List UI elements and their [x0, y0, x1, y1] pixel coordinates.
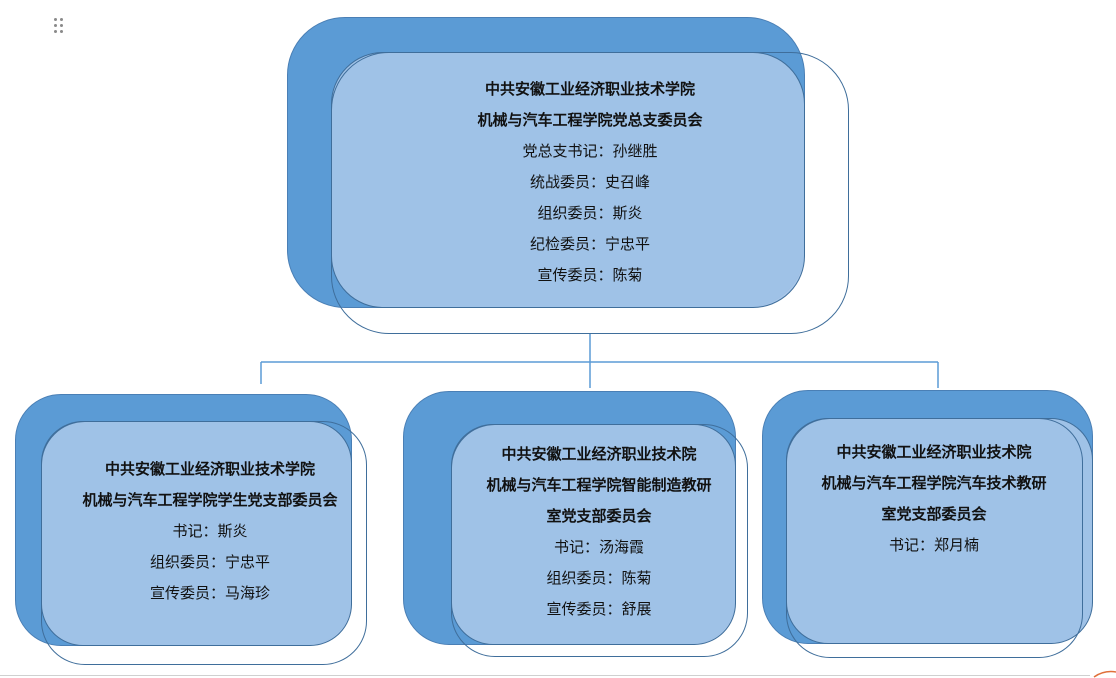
top-node-text: 中共安徽工业经济职业技术学院 机械与汽车工程学院党总支委员会 党总支书记：孙继胜…: [331, 74, 849, 291]
bottom-rule: [0, 675, 1090, 676]
drag-handle-icon[interactable]: [54, 18, 66, 34]
middle-node-member: 书记：汤海霞: [553, 538, 644, 556]
top-node-member: 纪检委员：宁忠平: [529, 235, 650, 253]
middle-node-title-line3: 室党支部委员会: [546, 507, 652, 525]
top-node-member: 宣传委员：陈菊: [537, 266, 643, 284]
top-node-member: 组织委员：斯炎: [537, 204, 643, 222]
right-node-text: 中共安徽工业经济职业技术院 机械与汽车工程学院汽车技术教研 室党支部委员会 书记…: [779, 437, 1089, 561]
left-node-member: 宣传委员：马海珍: [149, 584, 270, 602]
right-node-member: 书记：郑月楠: [888, 536, 979, 554]
right-node-title-line2: 机械与汽车工程学院汽车技术教研: [821, 474, 1047, 492]
top-node-member: 党总支书记：孙继胜: [522, 142, 658, 160]
left-node-member: 组织委员：宁忠平: [149, 553, 270, 571]
middle-node-member: 宣传委员：舒展: [546, 600, 652, 618]
left-node-member: 书记：斯炎: [172, 522, 248, 540]
left-node-title-line1: 中共安徽工业经济职业技术学院: [104, 460, 315, 478]
right-node-title-line1: 中共安徽工业经济职业技术院: [836, 443, 1032, 461]
top-node-front-shape: [331, 52, 805, 308]
top-node-outline: [331, 52, 849, 334]
top-node-member: 统战委员：史召峰: [529, 173, 650, 191]
top-node-title-line1: 中共安徽工业经济职业技术学院: [484, 80, 695, 98]
middle-node-member: 组织委员：陈菊: [546, 569, 652, 587]
left-node-outline: [41, 421, 367, 665]
left-node-text: 中共安徽工业经济职业技术学院 机械与汽车工程学院学生党支部委员会 书记：斯炎 组…: [50, 454, 370, 609]
left-node-title-line2: 机械与汽车工程学院学生党支部委员会: [82, 491, 338, 509]
corner-mark-icon: [1093, 670, 1116, 678]
left-node-front-shape: [41, 421, 352, 646]
top-node-title-line2: 机械与汽车工程学院党总支委员会: [477, 111, 703, 129]
middle-node-outline: [451, 424, 748, 657]
middle-node-front-shape: [451, 424, 736, 645]
middle-node-title-line1: 中共安徽工业经济职业技术院: [501, 445, 697, 463]
middle-node-text: 中共安徽工业经济职业技术院 机械与汽车工程学院智能制造教研 室党支部委员会 书记…: [449, 439, 749, 625]
right-node-title-line3: 室党支部委员会: [881, 505, 987, 523]
middle-node-title-line2: 机械与汽车工程学院智能制造教研: [486, 476, 712, 494]
right-node-outline: [786, 418, 1083, 658]
